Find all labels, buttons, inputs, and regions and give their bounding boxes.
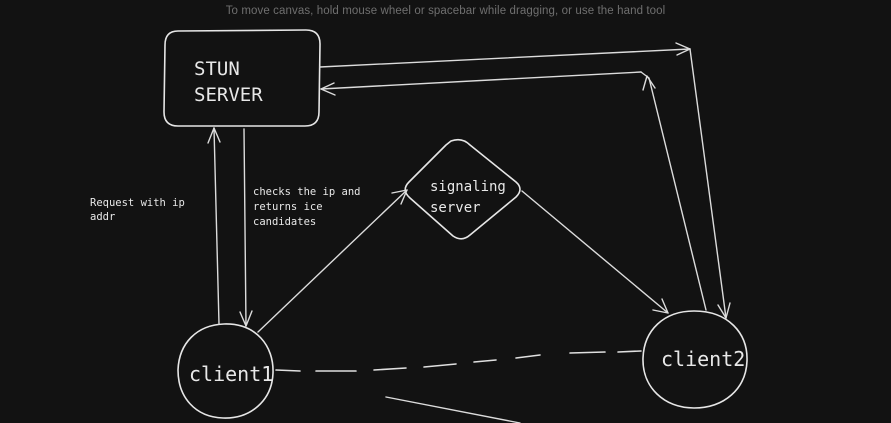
peer-connection-dashed-line[interactable] [275, 350, 642, 372]
client1-label: client1 [189, 362, 273, 386]
signaling-server-label-line1: signaling [430, 179, 506, 195]
canvas-hint-text: To move canvas, hold mouse wheel or spac… [225, 5, 666, 17]
stun-server-label-line1: STUN [194, 58, 240, 80]
stun-server-node[interactable]: STUN SERVER [163, 29, 321, 127]
client2-node[interactable]: client2 [642, 310, 748, 409]
checks-annotation-line1: checks the ip and [253, 186, 360, 198]
offscreen-line[interactable] [385, 396, 521, 423]
checks-annotation-line2: returns ice [253, 201, 323, 213]
arrow-stun-to-corner[interactable] [319, 42, 691, 68]
stun-server-box[interactable] [163, 29, 321, 127]
signaling-server-node[interactable]: signaling server [404, 138, 521, 240]
stun-server-label-line2: SERVER [194, 84, 263, 106]
arrow-signaling-to-client2[interactable] [521, 190, 669, 314]
request-annotation-line1: Request with ip [90, 197, 185, 209]
arrow-corner-to-stun[interactable] [320, 71, 642, 96]
client1-circle[interactable] [177, 323, 274, 419]
client2-label: client2 [661, 347, 745, 371]
arrow-corner-to-client2[interactable] [689, 48, 731, 319]
request-annotation-line2: addr [90, 211, 115, 223]
request-annotation: Request with ip addr [90, 197, 185, 223]
arrow-client1-to-stun[interactable] [207, 127, 221, 325]
signaling-server-label-line2: server [430, 200, 481, 216]
arrow-client1-to-signaling[interactable] [257, 189, 408, 333]
checks-annotation: checks the ip and returns ice candidates [253, 186, 360, 228]
client2-circle[interactable] [642, 310, 748, 409]
client1-node[interactable]: client1 [177, 323, 274, 419]
arrow-stun-to-client1[interactable] [239, 128, 253, 327]
checks-annotation-line3: candidates [253, 216, 316, 228]
arrow-client2-to-corner[interactable] [640, 71, 707, 311]
